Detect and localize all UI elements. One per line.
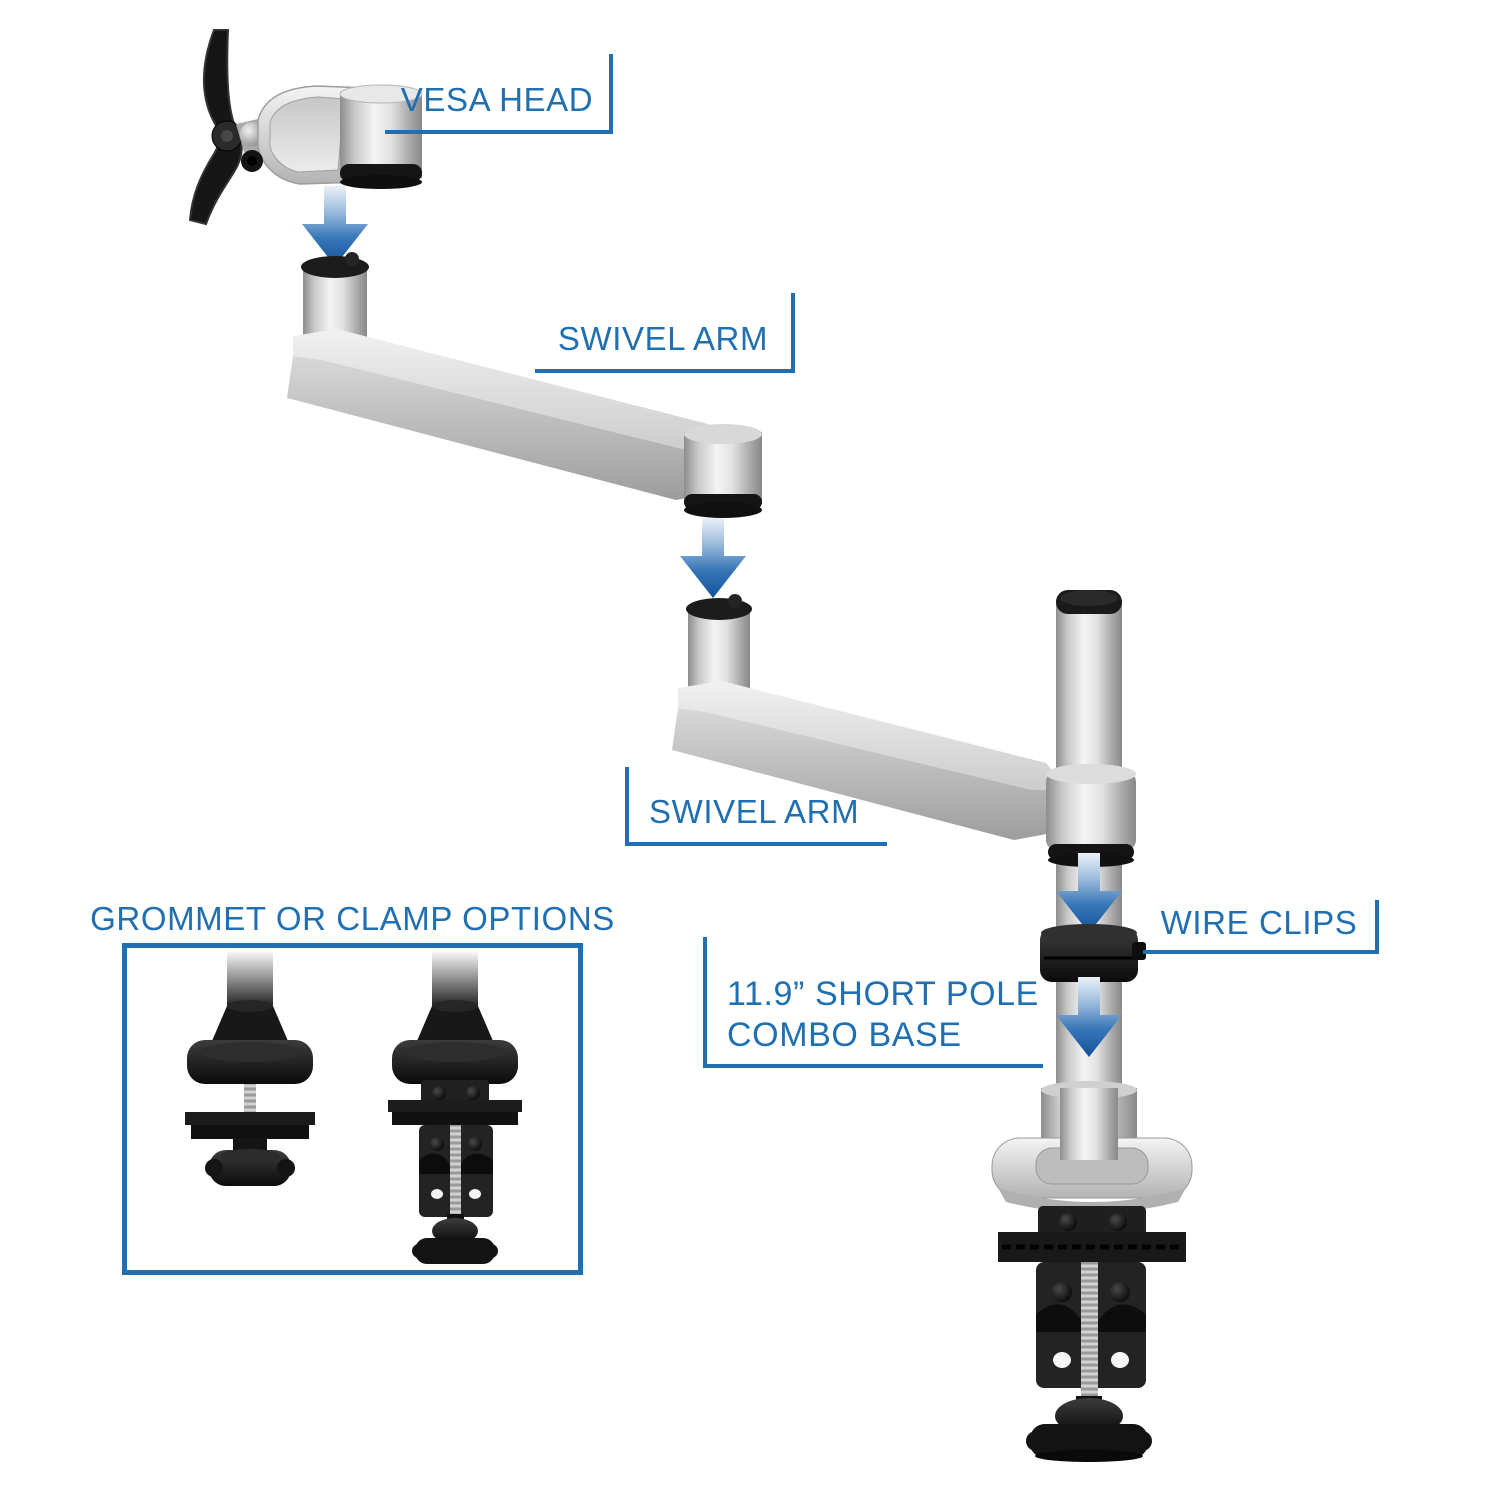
clamp-threaded-rod: [1081, 1262, 1098, 1404]
clamp-option-illustration: [388, 950, 522, 1264]
down-arrow-icon: [302, 186, 368, 266]
callout-combo-base-line1: 11.9” SHORT POLE: [727, 975, 1039, 1014]
callout-lower-swivel-arm: SWIVEL ARM: [625, 767, 887, 846]
upper-swivel-arm-illustration: [287, 252, 762, 518]
callout-upper-swivel-arm-label: SWIVEL ARM: [557, 320, 769, 358]
options-title: GROMMET OR CLAMP OPTIONS: [90, 899, 614, 939]
desk-clamp-illustration: [998, 1206, 1186, 1462]
callout-vesa-head: VESA HEAD: [385, 54, 613, 134]
wire-clip-illustration: [1040, 924, 1146, 982]
lower-swivel-arm-illustration: [672, 594, 1136, 867]
arm-joint-cap: [686, 598, 752, 620]
head-cylinder: [340, 92, 422, 178]
clip-tab: [1132, 942, 1146, 960]
options-title-label: GROMMET OR CLAMP OPTIONS: [90, 900, 615, 937]
callout-wire-clips: WIRE CLIPS: [1143, 900, 1379, 954]
callout-combo-base-line2: COMBO BASE: [727, 1016, 962, 1055]
callout-upper-swivel-arm: SWIVEL ARM: [535, 293, 795, 373]
callout-lower-swivel-arm-label: SWIVEL ARM: [649, 793, 860, 831]
vesa-head-illustration: [188, 29, 423, 226]
grommet-option-illustration: [185, 950, 315, 1186]
clamp-screw: [1059, 1213, 1077, 1231]
callout-vesa-head-label: VESA HEAD: [400, 81, 594, 119]
grommet-rod: [244, 1084, 256, 1118]
pole-collar: [1046, 772, 1136, 850]
down-arrow-icon: [680, 518, 746, 598]
clamp-option-rod: [450, 1125, 461, 1223]
combo-base-illustration: [991, 1081, 1193, 1213]
clamp-option-knob: [432, 1218, 478, 1244]
callout-combo-base: 11.9” SHORT POLE COMBO BASE: [703, 937, 1043, 1068]
callout-wire-clips-label: WIRE CLIPS: [1160, 904, 1358, 942]
clamp-screw: [1109, 1213, 1127, 1231]
options-box: [122, 943, 583, 1275]
